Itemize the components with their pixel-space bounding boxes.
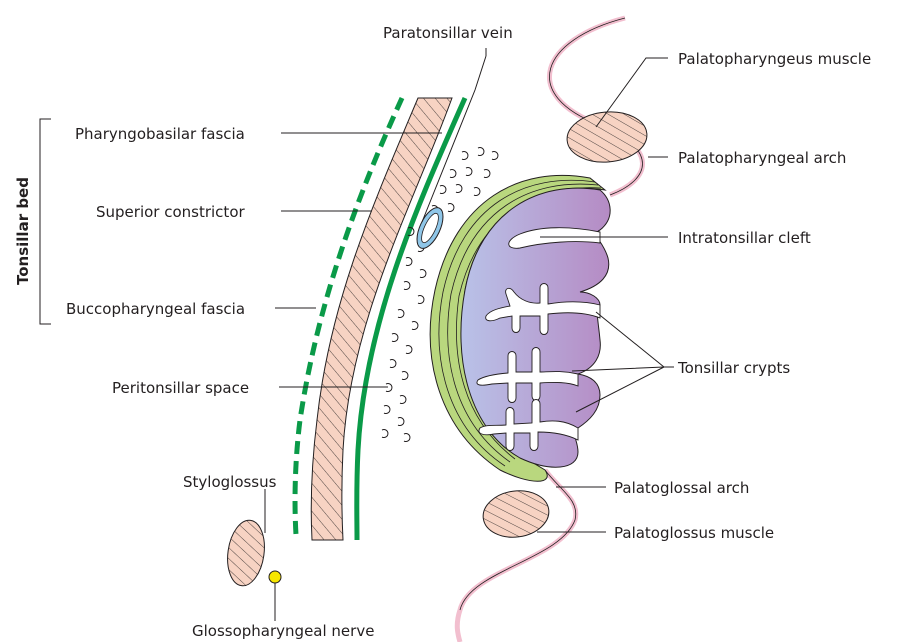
label-styloglossus: Styloglossus: [183, 473, 277, 491]
label-tonsillar-crypts: Tonsillar crypts: [677, 359, 790, 377]
label-palatoglossus-muscle: Palatoglossus muscle: [614, 524, 774, 542]
label-paratonsillar-vein: Paratonsillar vein: [383, 24, 513, 42]
label-superior-constrictor: Superior constrictor: [96, 203, 245, 221]
label-palatopharyngeal-arch: Palatopharyngeal arch: [678, 149, 846, 167]
label-buccopharyngeal-fascia: Buccopharyngeal fascia: [66, 300, 245, 318]
label-glossopharyngeal-nerve: Glossopharyngeal nerve: [192, 622, 374, 640]
glossopharyngeal-nerve: [269, 571, 281, 583]
label-tonsillar-bed: Tonsillar bed: [14, 177, 32, 285]
label-peritonsillar-space: Peritonsillar space: [112, 379, 249, 397]
label-intratonsillar-cleft: Intratonsillar cleft: [678, 229, 811, 247]
label-palatopharyngeus-muscle: Palatopharyngeus muscle: [678, 50, 871, 68]
palatoglossus-muscle: [480, 487, 552, 542]
styloglossus-muscle: [224, 518, 269, 588]
tonsillar-bed-bracket: [40, 119, 51, 324]
label-palatoglossal-arch: Palatoglossal arch: [614, 479, 749, 497]
label-pharyngobasilar-fascia: Pharyngobasilar fascia: [75, 125, 245, 143]
